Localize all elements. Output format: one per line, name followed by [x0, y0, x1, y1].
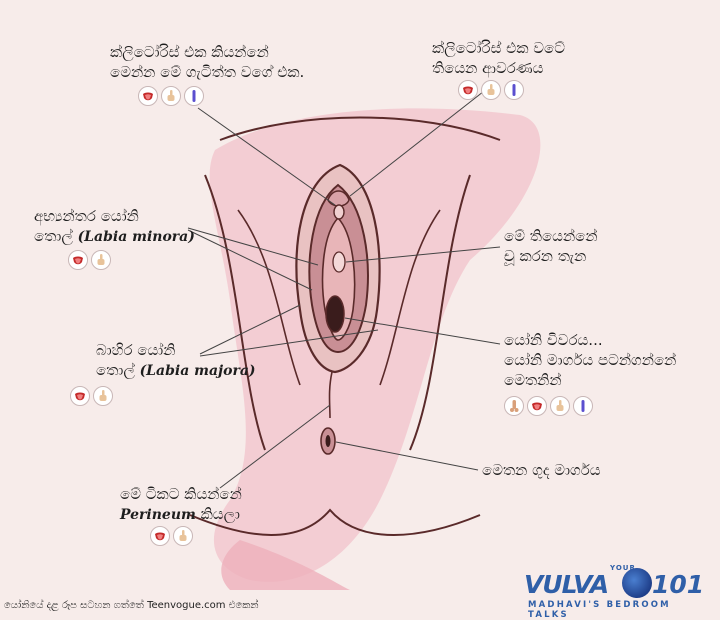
label-perineum: මේ ටිකට කියන්නේ Perineum කියලා	[120, 484, 242, 525]
label-clitoris-line1: ක්ලිටෝරිස් එක කියන්නේ	[110, 43, 269, 61]
clitoris-shape	[333, 204, 345, 220]
brand-name: VULVA	[524, 570, 609, 599]
label-majora-line1: බාහිර යෝනි	[96, 341, 176, 359]
label-vagina-line1: යෝනි විවරය...	[504, 331, 603, 349]
butterfly-pea-flower-icon	[622, 568, 652, 598]
tongue-icon	[458, 80, 478, 100]
vibrator-icon	[573, 396, 593, 416]
label-urethra-line1: මේ තියෙන්නේ	[504, 227, 598, 245]
label-perineum-latin: Perineum	[120, 507, 196, 523]
label-anus: මෙතන ගුද මාර්ගය	[482, 460, 601, 480]
leader-majora-1	[199, 304, 301, 355]
label-clitoral-hood: ක්ලිටෝරිස් එක වටේ තියෙන ආවරණය	[432, 38, 565, 78]
finger-icon	[93, 386, 113, 406]
brand-number: 101	[652, 570, 705, 599]
tongue-icon	[138, 86, 158, 106]
skin-wash-edge	[221, 540, 350, 590]
outline-top	[219, 116, 501, 141]
finger-icon	[161, 86, 181, 106]
finger-icon	[550, 396, 570, 416]
finger-icon	[481, 80, 501, 100]
brand-your: YOUR	[610, 564, 636, 572]
leader-minora-1	[187, 227, 319, 266]
anus-center	[325, 435, 331, 447]
icons-vaginal-opening	[504, 396, 593, 416]
finger-icon	[173, 526, 193, 546]
label-vagina-line2: යෝනි මාර්ගය පටන්ගන්නේ	[504, 351, 677, 369]
leader-majora-2	[199, 329, 379, 357]
tongue-icon	[70, 386, 90, 406]
skin-wash	[209, 108, 541, 582]
icons-labia-majora	[70, 386, 113, 406]
label-majora-line2: තොල් (Labia majora)	[96, 360, 256, 381]
label-vagina-line3: මෙතනින්	[504, 371, 562, 389]
leader-hood	[349, 87, 489, 197]
label-urethra: මේ තියෙන්නේ චූ කරන තැන	[504, 226, 598, 266]
icons-labia-minora	[68, 250, 111, 270]
icons-clitoris	[138, 86, 204, 106]
outline-left-inner	[237, 209, 301, 386]
label-urethra-line2: චූ කරන තැන	[504, 247, 587, 265]
brand-logo: YOUR VULVA 101 MADHAVI'S BEDROOM TALKS	[524, 564, 704, 620]
label-minora-word: තොල්	[34, 227, 73, 245]
tongue-icon	[68, 250, 88, 270]
leader-minora-2	[187, 229, 313, 291]
leader-perineum	[219, 404, 331, 489]
label-vaginal-opening: යෝනි විවරය... යෝනි මාර්ගය පටන්ගන්නේ මෙතන…	[504, 330, 676, 390]
brand-subtitle: MADHAVI'S BEDROOM TALKS	[528, 600, 671, 620]
outline-buttocks	[189, 508, 481, 536]
leader-vagina	[344, 317, 501, 345]
outline-right-leg	[409, 174, 471, 451]
leader-anus	[335, 441, 479, 471]
label-majora-word: තොල්	[96, 361, 135, 379]
label-clitoris-line2: මෙන්න මේ ගැටිත්ත වගේ එක.	[110, 63, 305, 81]
label-minora-line1: අභ්‍යන්තර යෝනි	[34, 207, 139, 225]
label-hood-line1: ක්ලිටෝරිස් එක වටේ	[432, 39, 566, 57]
label-perineum-line2: Perineum කියලා	[120, 504, 242, 525]
label-majora-latin: (Labia majora)	[139, 363, 256, 379]
perineum-line	[328, 371, 333, 419]
label-perineum-line1: මේ ටිකට කියන්නේ	[120, 485, 242, 503]
label-minora-latin: (Labia minora)	[77, 229, 195, 245]
label-minora-line2: තොල් (Labia minora)	[34, 226, 195, 247]
clitoral-hood-shape	[327, 190, 350, 207]
label-labia-minora: අභ්‍යන්තර යෝනි තොල් (Labia minora)	[34, 206, 195, 247]
tongue-icon	[527, 396, 547, 416]
icons-clitoral-hood	[458, 80, 524, 100]
leader-clitoris	[197, 107, 336, 206]
label-clitoris: ක්ලිටෝරිස් එක කියන්නේ මෙන්න මේ ගැටිත්ත ව…	[110, 42, 304, 82]
outline-right-inner	[379, 209, 441, 386]
icons-perineum	[150, 526, 193, 546]
penis-icon	[504, 396, 524, 416]
label-perineum-word: කියලා	[200, 505, 240, 523]
leader-urethra	[345, 246, 501, 263]
footer-credit: යෝනියේ දළ රූප සටහන ගත්තේ Teenvogue.com එ…	[4, 600, 259, 611]
label-labia-majora: බාහිර යෝනි තොල් (Labia majora)	[96, 340, 256, 381]
vibrator-icon	[504, 80, 524, 100]
tongue-icon	[150, 526, 170, 546]
label-hood-line2: තියෙන ආවරණය	[432, 59, 544, 77]
finger-icon	[91, 250, 111, 270]
urethra-shape	[332, 251, 346, 273]
outline-left-leg	[204, 174, 266, 451]
vaginal-opening-shape	[325, 295, 345, 333]
label-anus-line1: මෙතන ගුද මාර්ගය	[482, 461, 601, 479]
vibrator-icon	[184, 86, 204, 106]
